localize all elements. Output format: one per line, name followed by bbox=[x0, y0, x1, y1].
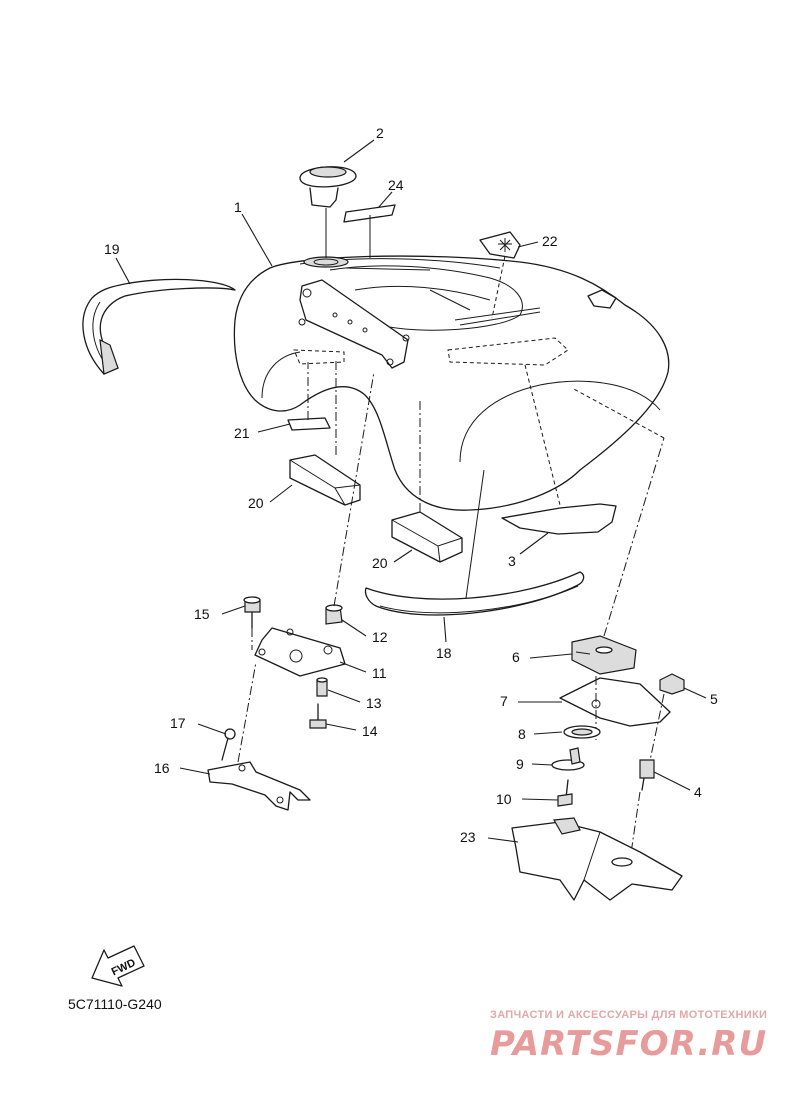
callout-24: 24 bbox=[388, 177, 404, 193]
callout-18: 18 bbox=[436, 645, 452, 661]
callout-8: 8 bbox=[518, 726, 526, 742]
fwd-arrow-icon: FWD bbox=[91, 945, 145, 987]
bracket-11-part[interactable] bbox=[254, 627, 346, 677]
bolt-15-part[interactable] bbox=[243, 596, 261, 650]
callout-15: 15 bbox=[194, 606, 210, 622]
callout-20-upper: 20 bbox=[248, 495, 264, 511]
damper-12-part[interactable] bbox=[325, 371, 375, 625]
callout-20-lower: 20 bbox=[372, 555, 388, 571]
emblem-label-part[interactable] bbox=[343, 204, 396, 258]
callout-19: 19 bbox=[104, 241, 120, 257]
watermark-tagline: ЗАПЧАСТИ И АКСЕССУАРЫ ДЛЯ МОТОТЕХНИКИ bbox=[490, 1009, 768, 1021]
callout-14: 14 bbox=[362, 723, 378, 739]
emblem-part[interactable] bbox=[479, 231, 521, 319]
callout-22: 22 bbox=[542, 233, 558, 249]
nut-5-part[interactable] bbox=[647, 673, 685, 771]
tank-cap-part[interactable] bbox=[299, 166, 357, 258]
bracket-16-part[interactable] bbox=[207, 661, 311, 811]
damper-pad-21-part[interactable] bbox=[287, 362, 331, 431]
bracket-23-part[interactable] bbox=[511, 817, 683, 901]
callout-9: 9 bbox=[516, 756, 524, 772]
collar-13-part[interactable] bbox=[316, 677, 328, 697]
callout-6: 6 bbox=[512, 649, 520, 665]
callout-7: 7 bbox=[500, 693, 508, 709]
bolt-4-part[interactable] bbox=[629, 759, 655, 861]
collar-9-part[interactable] bbox=[551, 747, 585, 771]
leader-lines bbox=[115, 139, 707, 843]
callout-1: 1 bbox=[234, 199, 242, 215]
callout-3: 3 bbox=[508, 553, 516, 569]
damper-block-20a-part[interactable] bbox=[289, 360, 361, 506]
callout-11: 11 bbox=[372, 665, 387, 681]
callout-4: 4 bbox=[694, 784, 702, 800]
callout-12: 12 bbox=[372, 629, 388, 645]
callout-23: 23 bbox=[460, 829, 476, 845]
bolt-14-part[interactable] bbox=[309, 703, 327, 729]
fuel-tank-part[interactable] bbox=[233, 255, 670, 511]
callout-13: 13 bbox=[366, 695, 382, 711]
bolt-17-part[interactable] bbox=[221, 728, 236, 761]
side-cover-part[interactable] bbox=[501, 364, 617, 535]
callout-17: 17 bbox=[170, 715, 186, 731]
damper-block-20b-part[interactable] bbox=[391, 398, 463, 563]
trim-strip-part[interactable] bbox=[82, 278, 236, 375]
watermark-brand: PARTSFOR.RU bbox=[490, 1024, 768, 1064]
side-trim-part[interactable] bbox=[364, 469, 585, 616]
callout-10: 10 bbox=[496, 791, 512, 807]
callout-2: 2 bbox=[376, 125, 384, 141]
callout-labels: 1 2 24 22 19 21 20 20 3 18 12 11 13 14 1… bbox=[104, 125, 718, 845]
washer-8-part[interactable] bbox=[563, 725, 601, 739]
bracket-6-part[interactable] bbox=[571, 387, 665, 675]
callout-16: 16 bbox=[154, 760, 170, 776]
diagram-code: 5C71110-G240 bbox=[68, 996, 162, 1012]
callout-21: 21 bbox=[234, 425, 250, 441]
bolt-10-part[interactable] bbox=[557, 779, 573, 807]
callout-5: 5 bbox=[710, 691, 718, 707]
